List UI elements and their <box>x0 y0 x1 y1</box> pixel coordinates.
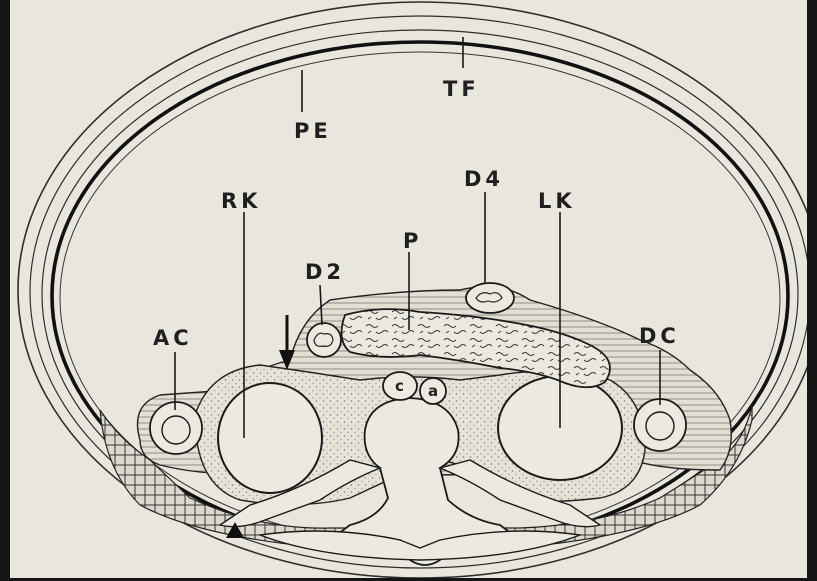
label-d2: D2 <box>305 260 345 284</box>
duodenum-d2 <box>307 323 341 357</box>
label-ac: AC <box>153 326 193 350</box>
label-lk: LK <box>538 189 576 213</box>
label-c: c <box>395 377 404 395</box>
label-dc: DC <box>639 324 680 348</box>
label-tf: TF <box>443 77 480 101</box>
label-rk: RK <box>221 189 261 213</box>
right-kidney <box>218 383 322 493</box>
label-d4: D4 <box>464 167 504 191</box>
label-pe: PE <box>294 119 332 143</box>
ascending-colon-lumen <box>162 416 190 444</box>
label-p: P <box>403 229 422 253</box>
label-a: a <box>428 382 438 400</box>
duodenum-d4 <box>466 283 514 313</box>
descending-colon-lumen <box>646 412 674 440</box>
